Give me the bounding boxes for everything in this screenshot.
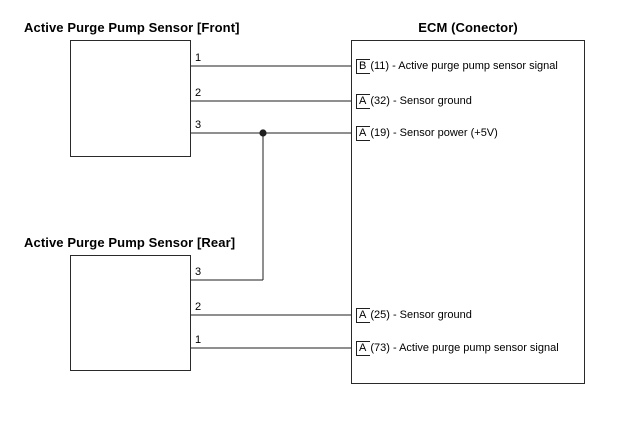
ecm-pin-text: (25) - Sensor ground xyxy=(370,309,472,321)
ecm-pin-text: (32) - Sensor ground xyxy=(370,95,472,107)
pin-terminal-icon: A xyxy=(356,125,371,141)
ecm-pin-row-a19: A(19) - Sensor power (+5V) xyxy=(356,124,498,142)
front-sensor-box xyxy=(70,40,191,157)
pin-terminal-icon: B xyxy=(356,58,371,74)
front-pin-label-3: 3 xyxy=(195,119,202,131)
pin-terminal-icon: A xyxy=(356,93,371,109)
ecm-title: ECM (Conector) xyxy=(418,20,518,35)
front-pin-label-2: 2 xyxy=(195,87,202,99)
junction-dot xyxy=(259,129,267,137)
ecm-box xyxy=(351,40,585,384)
rear-sensor-box xyxy=(70,255,191,371)
ecm-pin-row-b11: B(11) - Active purge pump sensor signal xyxy=(356,57,558,75)
ecm-pin-row-a32: A(32) - Sensor ground xyxy=(356,92,472,110)
pin-terminal-icon: A xyxy=(356,340,371,356)
front-sensor-title: Active Purge Pump Sensor [Front] xyxy=(24,20,240,35)
front-pin-label-1: 1 xyxy=(195,52,202,64)
rear-pin-label-2: 2 xyxy=(195,301,202,313)
ecm-pin-row-a73: A(73) - Active purge pump sensor signal xyxy=(356,339,559,357)
rear-pin-label-1: 1 xyxy=(195,334,202,346)
rear-sensor-title: Active Purge Pump Sensor [Rear] xyxy=(24,235,236,250)
pin-terminal-icon: A xyxy=(356,307,371,323)
ecm-pin-text: (19) - Sensor power (+5V) xyxy=(370,127,498,139)
rear-pin-label-3: 3 xyxy=(195,266,202,278)
ecm-pin-text: (11) - Active purge pump sensor signal xyxy=(370,60,558,72)
ecm-pin-row-a25: A(25) - Sensor ground xyxy=(356,306,472,324)
ecm-pin-text: (73) - Active purge pump sensor signal xyxy=(370,342,559,354)
